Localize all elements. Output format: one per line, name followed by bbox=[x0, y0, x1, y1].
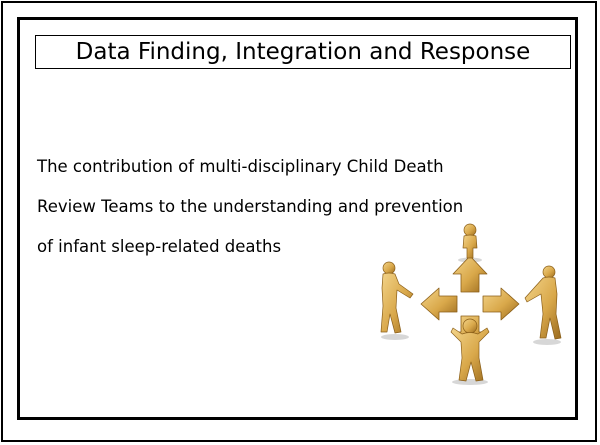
teamwork-arrows-figures-icon bbox=[380, 223, 562, 385]
body-line-1: The contribution of multi-disciplinary C… bbox=[37, 157, 444, 176]
slide-title: Data Finding, Integration and Response bbox=[75, 39, 531, 65]
inner-frame bbox=[17, 17, 578, 420]
slide-title-box: Data Finding, Integration and Response bbox=[35, 35, 571, 69]
body-line-2: Review Teams to the understanding and pr… bbox=[37, 197, 464, 216]
body-line-3: of infant sleep-related deaths bbox=[37, 237, 282, 256]
body-text: The contribution of multi-disciplinary C… bbox=[37, 147, 557, 267]
